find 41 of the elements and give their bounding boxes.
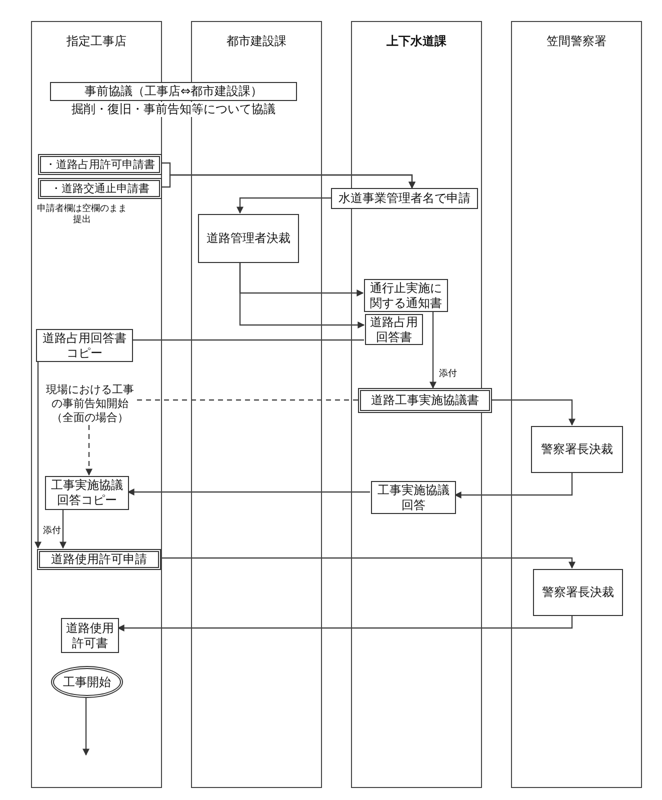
process-box: 工事実施協議回答コピー: [45, 476, 129, 510]
edge-label: 添付: [42, 527, 62, 537]
arrow: [236, 197, 331, 214]
note-text: 申請者欄は空欄のまま提出: [36, 204, 128, 226]
process-box: 道路使用許可書: [61, 618, 119, 653]
arrow: [492, 399, 576, 426]
arrow: [86, 425, 92, 476]
swimlane: [191, 21, 322, 788]
process-box: 警察署長決裁: [531, 426, 623, 473]
lane-header: 指定工事店: [66, 34, 128, 49]
process-box: 警察署長決裁: [533, 569, 623, 616]
arrow: [239, 262, 365, 328]
lane-header: 笠間警察署: [546, 34, 608, 49]
arrow: [82, 697, 90, 756]
document-box: 道路使用許可申請: [37, 549, 161, 570]
connector-line: [132, 339, 364, 341]
edge-label: 添付: [438, 370, 458, 380]
process-box: 道路占用回答書: [365, 314, 423, 345]
arrow: [161, 174, 416, 189]
process-box: 工事実施協議回答: [371, 481, 456, 514]
process-box: 水道事業管理者名で申請: [331, 188, 478, 209]
note-text: 現場における工事の事前告知開始（全面の場合）: [42, 382, 138, 426]
lane-header: 上下水道課: [386, 34, 448, 49]
arrow: [160, 557, 576, 569]
arrow: [117, 615, 573, 632]
document-box: 道路工事実施協議書: [358, 388, 492, 413]
process-box: 道路管理者決裁: [198, 214, 299, 263]
document-box: ・道路交通止申請書: [38, 178, 162, 199]
terminal-ellipse: 工事開始: [51, 666, 123, 698]
arrow: [430, 311, 436, 389]
connector-line: [137, 399, 358, 401]
arrow: [34, 361, 42, 549]
document-box: ・道路占用許可申請書: [38, 154, 162, 175]
arrow: [60, 509, 66, 549]
arrow: [127, 488, 370, 496]
arrow: [454, 472, 573, 498]
process-box: 道路占用回答書コピー: [36, 329, 133, 362]
process-box: 事前協議（工事店⇔都市建設課）: [50, 82, 297, 101]
process-box: 通行止実施に関する通知書: [364, 279, 448, 312]
lane-header: 都市建設課: [226, 34, 288, 49]
swimlane: [511, 21, 642, 788]
